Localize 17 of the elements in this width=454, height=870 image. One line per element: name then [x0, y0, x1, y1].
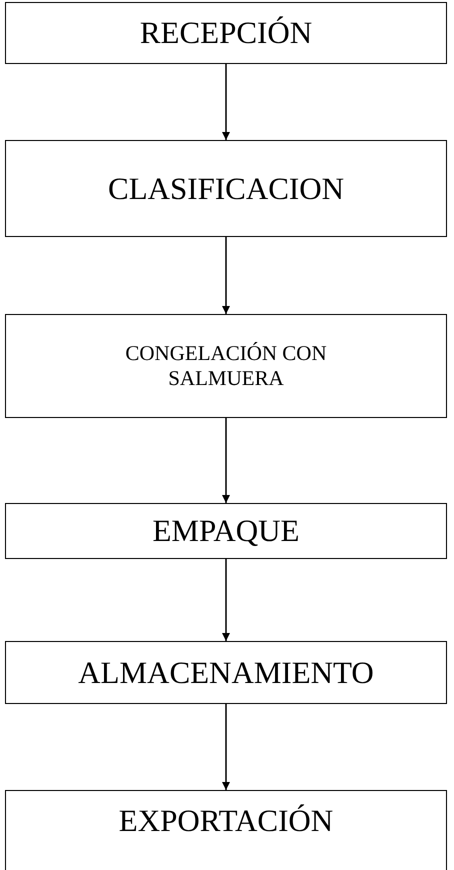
step-label: CONGELACIÓN CON SALMUERA	[124, 341, 328, 391]
process-box	[5, 641, 447, 704]
process-box	[5, 2, 447, 64]
arrow	[222, 64, 230, 140]
arrow	[222, 237, 230, 314]
process-box	[5, 790, 447, 870]
process-box	[5, 314, 447, 418]
process-box	[5, 140, 447, 237]
step-label: CLASIFICACION	[108, 170, 344, 206]
arrow	[222, 559, 230, 641]
process-box	[5, 503, 447, 559]
arrow	[222, 418, 230, 503]
step-label: ALMACENAMIENTO	[78, 654, 374, 690]
arrow	[222, 704, 230, 790]
step-label: EXPORTACIÓN	[118, 803, 334, 839]
step-label: RECEPCIÓN	[140, 15, 312, 51]
step-label: EMPAQUE	[152, 513, 300, 549]
